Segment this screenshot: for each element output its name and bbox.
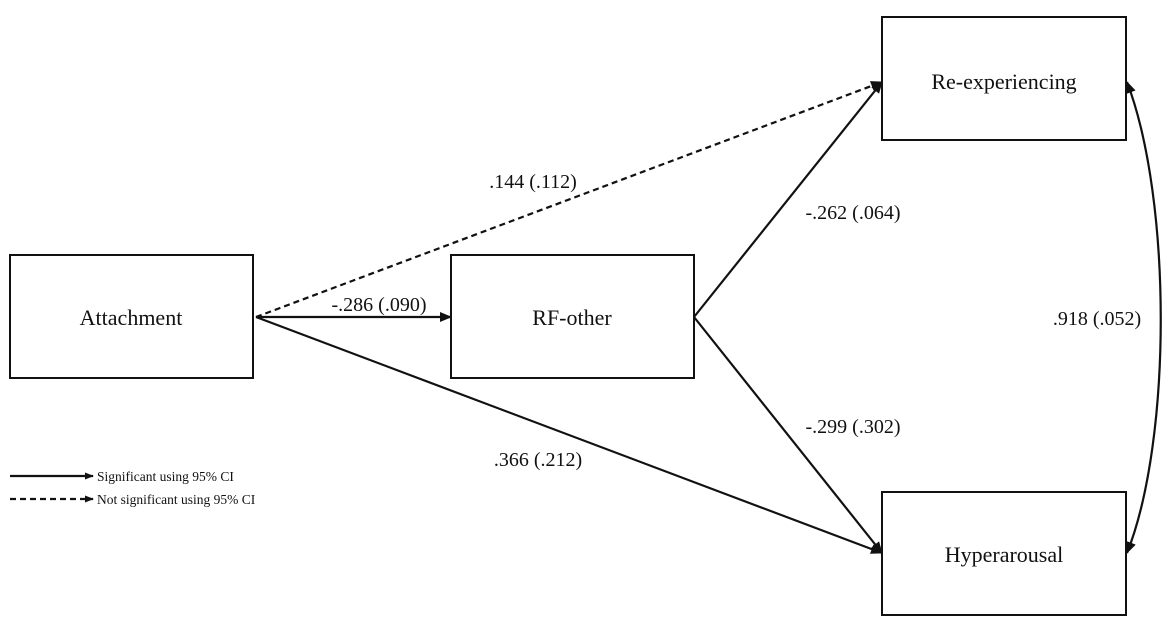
path-attachment-to-hyperarousal (255, 315, 883, 555)
legend-not-significant-label: Not significant using 95% CI (97, 492, 256, 507)
covariance-reexperiencing-hyperarousal (1125, 81, 1162, 554)
label-covariance: .918 (.052) (1053, 308, 1141, 330)
legend-significant-label: Significant using 95% CI (97, 469, 234, 484)
label-attachment-to-rf-other: -.286 (.090) (332, 294, 427, 316)
path-rf-other-to-hyperarousal (693, 316, 883, 554)
node-attachment-label: Attachment (80, 305, 183, 330)
path-rf-other-to-reexperiencing (693, 81, 883, 318)
node-reexperiencing: Re-experiencing (881, 16, 1127, 141)
label-attachment-to-reexperiencing: .144 (.112) (489, 171, 577, 193)
path-attachment-to-reexperiencing (255, 80, 883, 319)
node-attachment: Attachment (9, 254, 254, 379)
node-reexperiencing-label: Re-experiencing (931, 69, 1076, 94)
label-attachment-to-hyperarousal: .366 (.212) (494, 449, 582, 471)
label-rf-other-to-hyperarousal: -.299 (.302) (806, 416, 901, 438)
label-rf-other-to-reexperiencing: -.262 (.064) (806, 202, 901, 224)
legend: Significant using 95% CI Not significant… (10, 469, 256, 507)
node-rf-other: RF-other (450, 254, 695, 379)
node-rf-other-label: RF-other (532, 305, 612, 330)
node-hyperarousal: Hyperarousal (881, 491, 1127, 616)
node-hyperarousal-label: Hyperarousal (945, 542, 1064, 567)
